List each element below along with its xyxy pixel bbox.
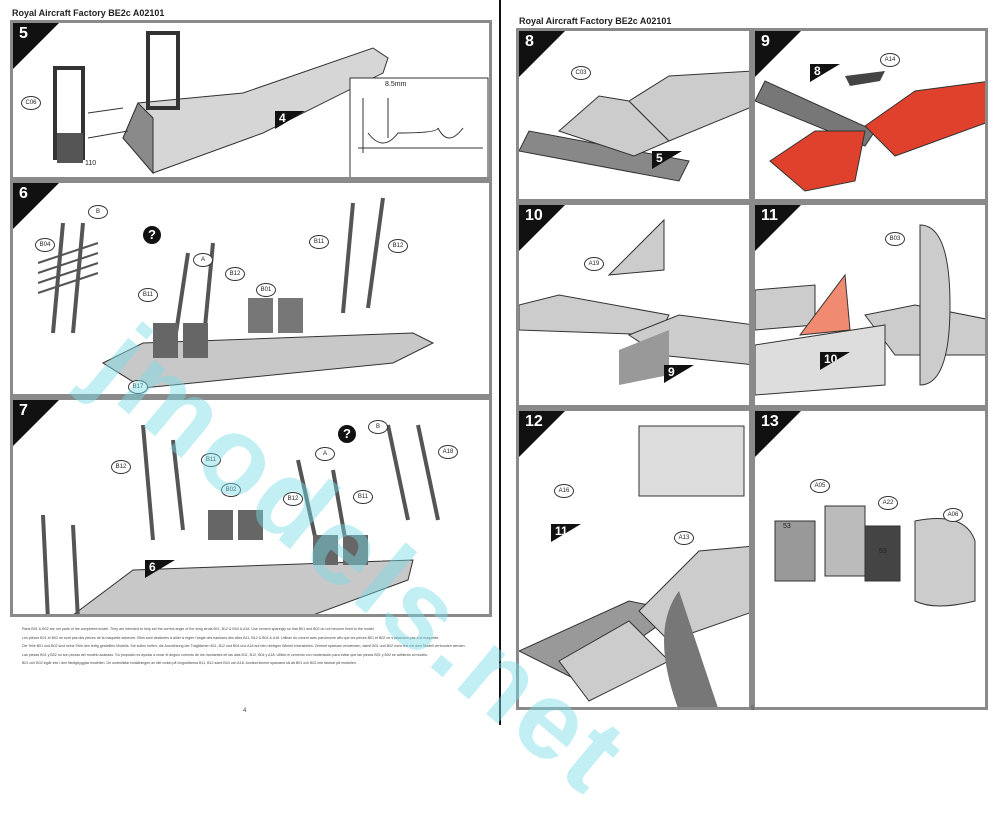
step-11-panel: 11 B03 10 — [752, 202, 988, 408]
step-number: 11 — [761, 207, 778, 224]
step-12-panel: 12 A16 A13 11 — [516, 408, 752, 710]
step-6-panel: 6 B04 B ? A B12 B11 B01 B11 B12 B17 — [10, 180, 492, 397]
step-9-panel: 9 8 A14 — [752, 28, 988, 202]
assembly-notes: Parts B01 & B02 are not parts of the com… — [22, 627, 472, 670]
step-number: 7 — [19, 402, 28, 419]
step-number-badge — [755, 411, 801, 457]
cockpit-struts-illustration — [41, 424, 440, 614]
part-label: A19 — [584, 257, 604, 271]
step-number: 5 — [19, 25, 28, 42]
part-label: B11 — [309, 235, 329, 249]
step-number-badge — [519, 205, 565, 251]
part-label: B — [368, 420, 388, 434]
part-label: C06 — [21, 96, 41, 110]
part-label: B02 — [221, 483, 241, 497]
part-label: B12 — [388, 239, 408, 253]
step-number: 6 — [19, 185, 28, 202]
fin-illustration — [519, 218, 749, 385]
part-label: A — [193, 253, 213, 267]
part-label: A18 — [438, 445, 458, 459]
page-number: 5 — [751, 706, 755, 712]
step-number: 13 — [761, 413, 779, 430]
part-label: B11 — [201, 453, 221, 467]
part-label: B — [88, 205, 108, 219]
step-number: 12 — [525, 413, 543, 430]
part-label: 53 — [879, 548, 887, 555]
part-label: A — [315, 447, 335, 461]
note-spanish: Las piezas B01 y B02 no son piezas del m… — [22, 652, 429, 657]
note-french: Les pièces B01 et B02 ne sont pas des pi… — [22, 635, 440, 640]
step-number-badge — [13, 400, 59, 446]
part-label: A05 — [810, 479, 830, 493]
part-label: A16 — [554, 484, 574, 498]
step-number-badge — [755, 205, 801, 251]
part-label: B04 — [35, 238, 55, 252]
skid-illustration — [519, 425, 749, 707]
note-german: Die Teile B01 und B02 sind keine Teile d… — [22, 644, 466, 648]
part-label: A22 — [878, 496, 898, 510]
page-header: Royal Aircraft Factory BE2c A02101 — [519, 16, 672, 26]
step-number: 9 — [761, 33, 770, 50]
question-icon: ? — [143, 226, 161, 244]
part-label: 110 — [85, 160, 97, 167]
part-label: A14 — [880, 53, 900, 67]
step-number-badge — [13, 183, 59, 229]
note-swedish: B01 och B02 ingår inte i den färdigbyggd… — [22, 661, 357, 665]
step-5-panel: 5 C06 110 4 8.5mm — [10, 20, 492, 180]
part-label: B12 — [111, 460, 131, 474]
fuselage-illustration — [53, 31, 489, 177]
part-label: B11 — [353, 490, 373, 504]
step-7-panel: 7 B12 B11 B02 A ? B A18 B12 B11 6 — [10, 397, 492, 617]
part-label: B12 — [283, 492, 303, 506]
step-10-panel: 10 A19 9 — [516, 202, 752, 408]
step-number: 10 — [525, 207, 543, 224]
step-number-badge — [13, 23, 59, 69]
right-page: Royal Aircraft Factory BE2c A02101 8 C03… — [501, 0, 1000, 725]
tailplane-illustration — [519, 70, 749, 182]
page-header: Royal Aircraft Factory BE2c A02101 — [12, 8, 165, 18]
engine-cowling-illustration — [774, 505, 976, 607]
step-number-badge — [755, 31, 801, 77]
part-label: B03 — [885, 232, 905, 246]
red-tailplane-illustration — [755, 71, 985, 192]
page-divider — [499, 0, 501, 725]
part-label: A13 — [674, 531, 694, 545]
step-8-panel: 8 C03 5 — [516, 28, 752, 202]
question-icon: ? — [338, 425, 356, 443]
part-label: A06 — [943, 508, 963, 522]
part-label: B01 — [256, 283, 276, 297]
part-label: 53 — [783, 523, 791, 530]
part-label: B17 — [128, 380, 148, 394]
left-page: Royal Aircraft Factory BE2c A02101 5 C06… — [0, 0, 499, 725]
dimension-label: 8.5mm — [385, 81, 407, 88]
page-number: 4 — [243, 708, 247, 714]
step-13-panel: 13 A05 A22 A06 53 53 — [752, 408, 988, 710]
step-number-badge — [519, 411, 565, 457]
part-label: B11 — [138, 288, 158, 302]
note-english: Parts B01 & B02 are not parts of the com… — [22, 627, 375, 631]
part-label: C03 — [571, 66, 591, 80]
step-number: 8 — [525, 33, 534, 50]
step-number-badge — [519, 31, 565, 77]
part-label: B12 — [225, 267, 245, 281]
cockpit-floor-illustration — [37, 197, 435, 389]
